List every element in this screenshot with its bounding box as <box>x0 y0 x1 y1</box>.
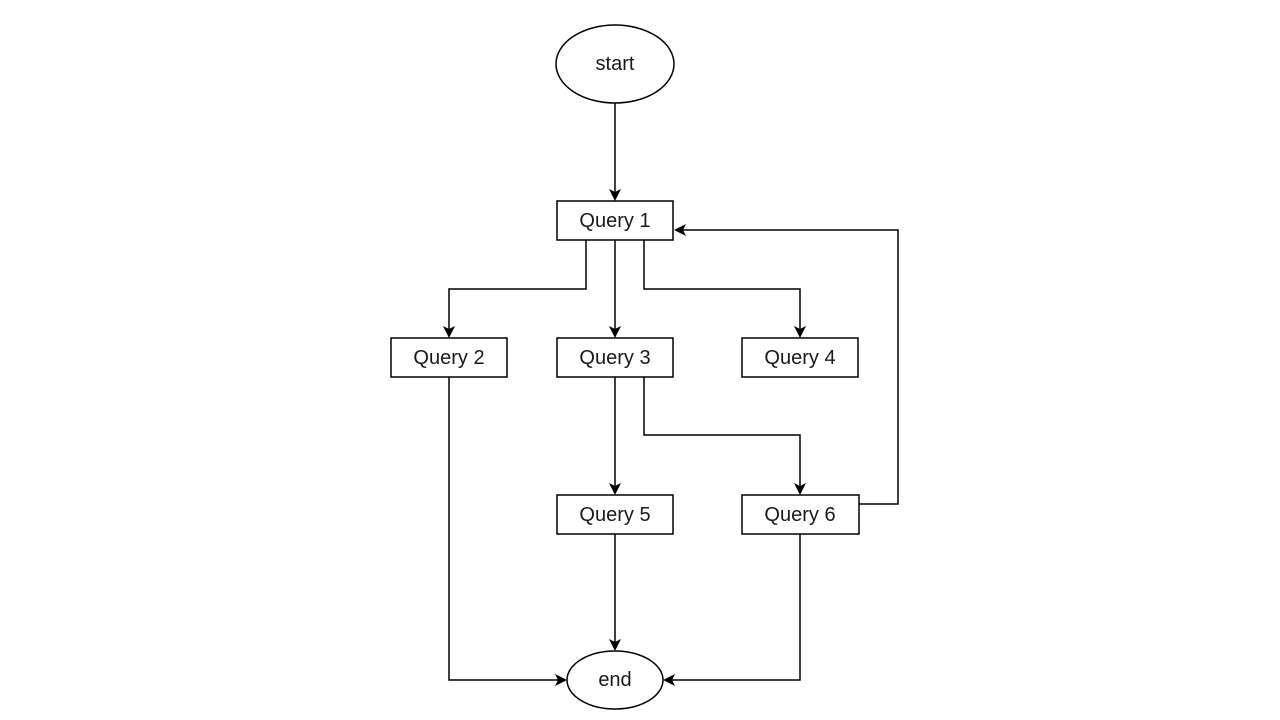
node-end[interactable]: end <box>566 650 664 710</box>
node-query-1-label: Query 1 <box>579 210 650 232</box>
node-query-1[interactable]: Query 1 <box>556 200 674 241</box>
node-query-4-label: Query 4 <box>764 347 835 369</box>
node-end-label: end <box>598 669 631 691</box>
node-start[interactable]: start <box>555 24 675 104</box>
edge-q1-q2 <box>443 240 587 338</box>
node-query-3[interactable]: Query 3 <box>556 337 674 378</box>
node-query-2[interactable]: Query 2 <box>390 337 508 378</box>
node-query-6[interactable]: Query 6 <box>741 494 860 535</box>
node-query-5-label: Query 5 <box>579 504 650 526</box>
node-query-5[interactable]: Query 5 <box>556 494 674 535</box>
node-query-6-label: Query 6 <box>764 504 835 526</box>
edge-q6-q1 <box>674 224 899 505</box>
edge-q6-end <box>663 534 801 686</box>
edge-q1-q4 <box>643 240 806 338</box>
node-start-label: start <box>596 53 635 75</box>
edge-q2-end <box>448 377 567 686</box>
node-query-2-label: Query 2 <box>413 347 484 369</box>
node-query-4[interactable]: Query 4 <box>741 337 859 378</box>
node-query-3-label: Query 3 <box>579 347 650 369</box>
edge-q3-q6 <box>643 377 806 495</box>
